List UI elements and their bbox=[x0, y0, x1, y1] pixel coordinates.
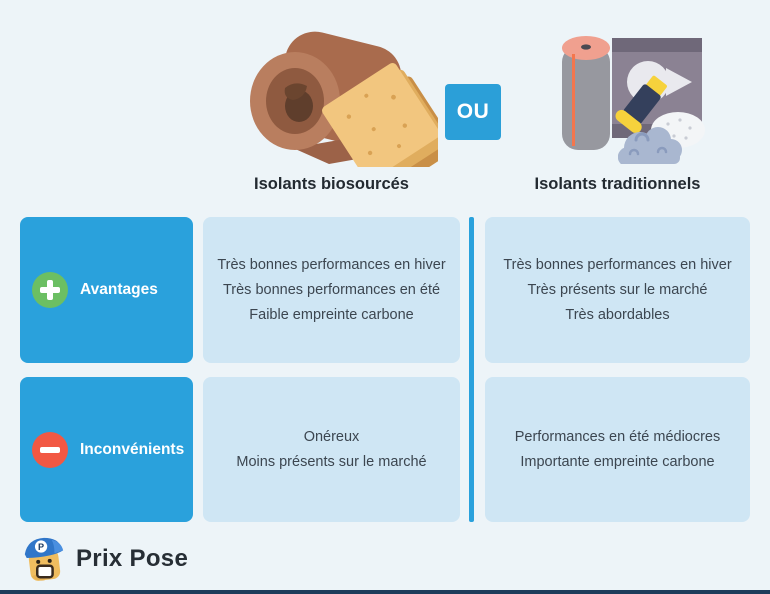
biosourced-insulation-illustration bbox=[250, 31, 438, 167]
disadvantages-biosourced-panel: Onéreux Moins présents sur le marché bbox=[203, 377, 460, 522]
logo-letter: P bbox=[38, 542, 44, 552]
minus-icon bbox=[32, 431, 68, 468]
row-header-advantages: Avantages bbox=[20, 217, 193, 363]
brand-name: Prix Pose bbox=[76, 545, 189, 572]
drawback-item: Moins présents sur le marché bbox=[236, 453, 427, 470]
column-title-biosourced: Isolants biosourcés bbox=[254, 175, 409, 193]
advantages-biosourced-panel: Très bonnes performances en hiver Très b… bbox=[203, 217, 460, 363]
column-divider bbox=[469, 217, 474, 522]
benefit-item: Très bonnes performances en hiver bbox=[503, 256, 732, 273]
benefit-item: Faible empreinte carbone bbox=[249, 306, 414, 323]
row-label: Inconvénients bbox=[80, 440, 185, 458]
benefit-item: Très bonnes performances en été bbox=[222, 281, 441, 298]
brand-logo: P Prix Pose bbox=[20, 533, 188, 585]
drawback-item: Onéreux bbox=[303, 428, 360, 445]
benefit-item: Très abordables bbox=[565, 306, 670, 323]
plus-icon bbox=[32, 272, 68, 308]
or-label-box: OU bbox=[445, 84, 501, 140]
row-header-disadvantages: Inconvénients bbox=[20, 377, 193, 522]
footer-accent-bar bbox=[0, 590, 770, 594]
prix-pose-mascot-icon: P bbox=[24, 537, 64, 581]
row-label: Avantages bbox=[80, 281, 158, 298]
column-title-traditional: Isolants traditionnels bbox=[534, 175, 701, 193]
benefit-item: Très bonnes performances en hiver bbox=[217, 256, 446, 273]
drawback-item: Performances en été médiocres bbox=[514, 428, 721, 445]
traditional-insulation-illustration bbox=[562, 36, 705, 164]
drawback-item: Importante empreinte carbone bbox=[520, 453, 715, 470]
or-label: OU bbox=[456, 100, 490, 123]
advantages-traditional-panel: Très bonnes performances en hiver Très p… bbox=[485, 217, 750, 363]
disadvantages-traditional-panel: Performances en été médiocres Importante… bbox=[485, 377, 750, 522]
benefit-item: Très présents sur le marché bbox=[527, 281, 708, 298]
